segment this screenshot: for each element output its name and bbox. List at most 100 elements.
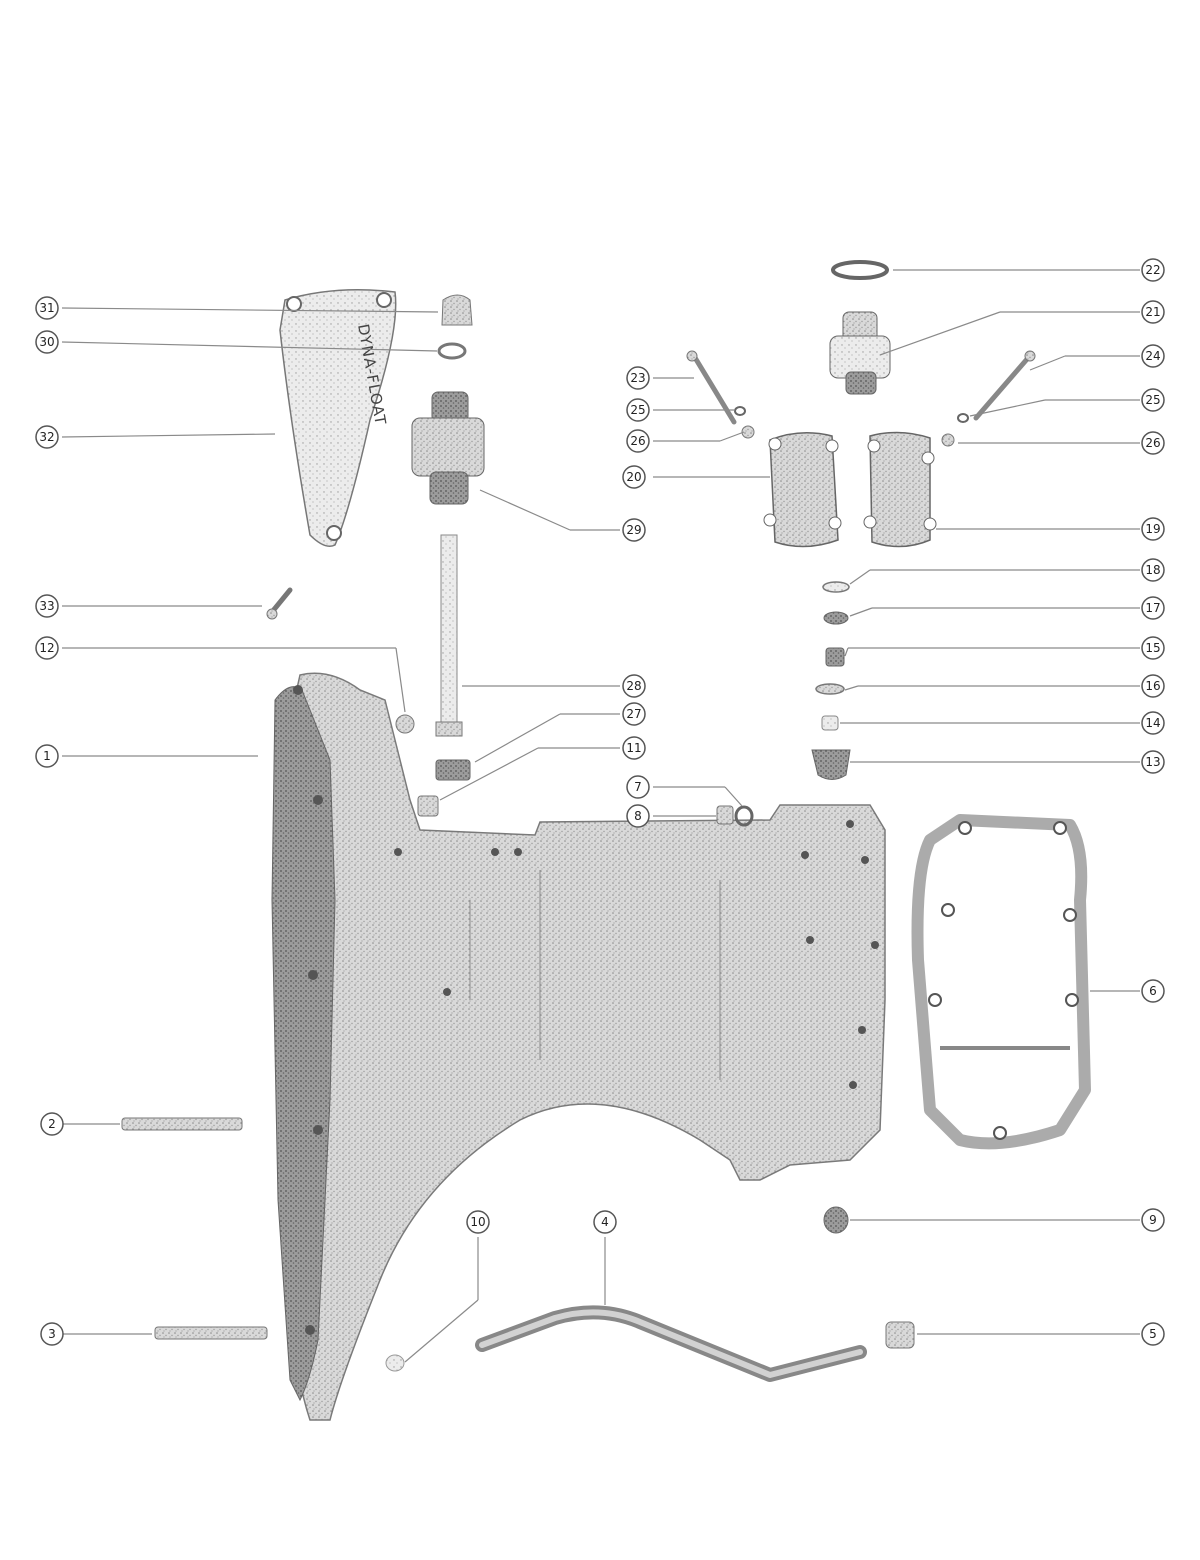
callout-28-label: 28 [626, 679, 641, 693]
part-19-clamp-right [863, 431, 937, 548]
gasket [911, 814, 1091, 1150]
callout-19-label: 19 [1145, 522, 1160, 536]
callout-17-label: 17 [1145, 601, 1160, 615]
callout-24: 24 [1141, 344, 1165, 368]
part-33-screw [266, 587, 293, 620]
drive-shaft-housing [271, 672, 886, 1421]
callout-30: 30 [35, 330, 59, 354]
part-21-upper-mount [829, 311, 891, 395]
callout-26-left: 26 [626, 429, 650, 453]
callout-32-label: 32 [39, 430, 54, 444]
callout-16-label: 16 [1145, 679, 1160, 693]
callout-25-left: 25 [626, 398, 650, 422]
callout-14-label: 14 [1145, 716, 1160, 730]
callout-26-left-label: 26 [630, 434, 645, 448]
part-25-lock-washer-right [957, 413, 969, 423]
callout-30-label: 30 [39, 335, 54, 349]
part-8-nut [716, 805, 734, 825]
part-24-bolt [973, 350, 1036, 421]
callout-31: 31 [35, 296, 59, 320]
callout-7-label: 7 [634, 780, 642, 794]
callout-18: 18 [1141, 558, 1165, 582]
part-30-o-ring [437, 342, 467, 360]
part-32-cover-plate: DYNA-FLOAT [279, 289, 397, 547]
callout-11-label: 11 [626, 741, 641, 755]
callout-5: 5 [1141, 1322, 1165, 1346]
part-2-stud [121, 1117, 243, 1131]
callout-26-right-label: 26 [1145, 436, 1160, 450]
part-16-washer [815, 683, 845, 695]
callout-20-label: 20 [626, 470, 641, 484]
callout-8-label: 8 [634, 809, 642, 823]
callout-28: 28 [622, 674, 646, 698]
part-26-nut-right [941, 433, 955, 447]
callout-18-label: 18 [1145, 563, 1160, 577]
callout-33: 33 [35, 594, 59, 618]
callout-1: 1 [35, 744, 59, 768]
callout-25-right: 25 [1141, 388, 1165, 412]
part-20-clamp-left [763, 432, 842, 548]
callout-14: 14 [1141, 711, 1165, 735]
callout-8: 8 [626, 804, 650, 828]
callout-16: 16 [1141, 674, 1165, 698]
part-12-nut [395, 714, 415, 734]
callout-17: 17 [1141, 596, 1165, 620]
part-3-stud [154, 1326, 268, 1340]
callout-23: 23 [626, 366, 650, 390]
part-31-cap [441, 294, 473, 326]
callout-5-label: 5 [1149, 1327, 1157, 1341]
part-10-grommet [385, 1354, 405, 1372]
callout-20: 20 [622, 465, 646, 489]
callout-22-label: 22 [1145, 263, 1160, 277]
callout-32: 32 [35, 425, 59, 449]
callout-33-label: 33 [39, 599, 54, 613]
callout-12-label: 12 [39, 641, 54, 655]
callout-11: 11 [622, 736, 646, 760]
part-29-rubber-mount [411, 391, 485, 505]
callout-25-right-label: 25 [1145, 393, 1160, 407]
callout-1-label: 1 [43, 749, 51, 763]
callout-25-left-label: 25 [630, 403, 645, 417]
part-15-bushing [825, 647, 845, 667]
part-13-cap [811, 749, 851, 780]
part-25-lock-washer-left [734, 406, 746, 416]
callout-21: 21 [1141, 300, 1165, 324]
part-17-seal [823, 611, 849, 625]
part-9-nut [823, 1206, 849, 1234]
callout-13: 13 [1141, 750, 1165, 774]
callout-29-label: 29 [626, 523, 641, 537]
callout-6: 6 [1141, 979, 1165, 1003]
callout-6-label: 6 [1149, 984, 1157, 998]
callouts: 1 2 3 4 5 6 7 8 9 10 11 12 13 14 15 16 1… [35, 258, 1165, 1346]
callout-2-label: 2 [48, 1117, 56, 1131]
part-7-washer [734, 805, 754, 827]
callout-4: 4 [593, 1210, 617, 1234]
callout-23-label: 23 [630, 371, 645, 385]
callout-3: 3 [40, 1322, 64, 1346]
callout-13-label: 13 [1145, 755, 1160, 769]
callout-12: 12 [35, 636, 59, 660]
callout-21-label: 21 [1145, 305, 1160, 319]
part-5-grommet [885, 1321, 915, 1349]
part-18-washer [822, 581, 850, 593]
part-26-nut-left [741, 425, 755, 439]
part-27-spacer [435, 759, 471, 781]
callout-10: 10 [466, 1210, 490, 1234]
part-22-seal-ring [831, 260, 889, 280]
callout-4-label: 4 [601, 1215, 609, 1229]
part-28-long-bolt [435, 534, 463, 737]
part-14-nut [821, 715, 839, 731]
callout-9-label: 9 [1149, 1213, 1157, 1227]
callout-22: 22 [1141, 258, 1165, 282]
callout-27-label: 27 [626, 707, 641, 721]
callout-31-label: 31 [39, 301, 54, 315]
callout-2: 2 [40, 1112, 64, 1136]
callout-15: 15 [1141, 636, 1165, 660]
callout-26-right: 26 [1141, 431, 1165, 455]
callout-19: 19 [1141, 517, 1165, 541]
callout-15-label: 15 [1145, 641, 1160, 655]
part-23-bolt [686, 350, 737, 425]
leader-lines [61, 269, 1140, 1363]
callout-9: 9 [1141, 1208, 1165, 1232]
